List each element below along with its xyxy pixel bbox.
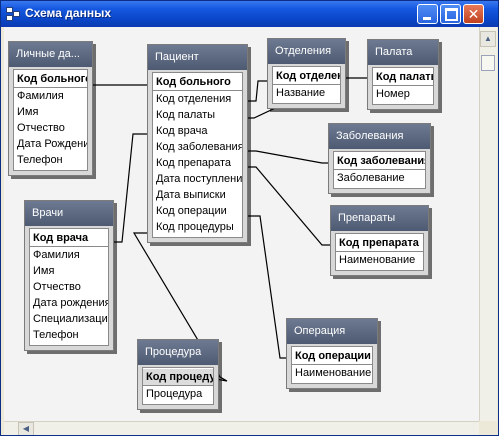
field-list: Код больного Код отделения Код палаты Ко… [152,72,243,238]
close-icon: ✕ [467,6,480,22]
table-title[interactable]: Личные да... [9,42,92,67]
table-procedura[interactable]: Процедура Код процедуры Процедура [137,339,219,410]
field-item[interactable]: Код врача [30,230,108,247]
table-pacient[interactable]: Пациент Код больного Код отделения Код п… [147,44,248,243]
field-item[interactable]: Имя [17,106,39,118]
scrollbar-corner [479,421,496,435]
minimize-icon [423,17,431,20]
link-procedura-pacient [132,232,228,382]
table-zabolevaniya[interactable]: Заболевания Код заболевания Заболевание [328,123,431,194]
table-title[interactable]: Палата [368,40,438,65]
field-item[interactable]: Код палаты [156,109,216,121]
field-item[interactable]: Код отделения [273,68,340,85]
field-item[interactable]: Дата выписки [156,189,226,201]
link-pacient-operaciya [246,215,289,359]
scroll-up-icon[interactable]: ▲ [480,31,496,47]
minimize-button[interactable] [417,4,438,24]
horizontal-scrollbar[interactable]: ◀ [4,421,479,435]
vertical-scroll-thumb[interactable] [481,55,495,71]
field-item[interactable]: Отчество [17,122,65,134]
field-item[interactable]: Номер [376,88,410,100]
title-bar[interactable]: Схема данных ✕ [1,1,498,27]
scroll-left-icon[interactable]: ◀ [18,422,34,435]
field-item[interactable]: Код операции [292,348,372,365]
schema-canvas[interactable]: Личные да... Код больного Фамилия Имя От… [4,27,479,421]
link-pacient-zabolevaniya [246,150,331,164]
table-title[interactable]: Отделения [268,39,345,64]
field-item[interactable]: Код больного [153,74,242,91]
field-item[interactable]: Код отделения [156,93,232,105]
field-item[interactable]: Дата поступления [156,173,242,185]
field-item[interactable]: Дата рождения [33,297,108,309]
field-item[interactable]: Фамилия [17,90,64,102]
field-item[interactable]: Телефон [17,154,63,166]
field-item[interactable]: Наименование [295,367,372,379]
table-title[interactable]: Врачи [25,201,113,226]
field-item[interactable]: Код больного [14,71,87,88]
field-item[interactable]: Код препарата [336,235,423,252]
table-title[interactable]: Процедура [138,340,218,365]
field-item[interactable]: Телефон [33,329,79,341]
field-item[interactable]: Специализация [33,313,108,325]
field-list: Код врача Фамилия Имя Отчество Дата рожд… [29,228,109,346]
table-otdeleniya[interactable]: Отделения Код отделения Название [267,38,346,109]
field-list: Код отделения Название [272,66,341,104]
table-operaciya[interactable]: Операция Код операции Наименование [286,318,378,389]
field-list: Код заболевания Заболевание [333,151,426,189]
field-item[interactable]: Код заболевания [334,153,425,170]
maximize-button[interactable] [440,4,461,24]
close-button[interactable]: ✕ [463,4,484,24]
link-vrachi-pacient [114,133,149,243]
field-item[interactable]: Код врача [156,125,208,137]
table-vrachi[interactable]: Врачи Код врача Фамилия Имя Отчество Дат… [24,200,114,351]
table-lichnye-dannye[interactable]: Личные да... Код больного Фамилия Имя От… [8,41,93,176]
field-item[interactable]: Фамилия [33,249,80,261]
table-title[interactable]: Заболевания [329,124,430,149]
field-item[interactable]: Код заболевания [156,141,242,153]
table-palata[interactable]: Палата Код палаты Номер [367,39,439,110]
field-list: Код операции Наименование [291,346,373,384]
table-title[interactable]: Препараты [331,206,428,231]
field-list: Код препарата Наименование [335,233,424,271]
maximize-icon [445,8,458,21]
field-item[interactable]: Отчество [33,281,81,293]
field-item[interactable]: Дата Рождения [17,138,87,150]
link-pacient-preparaty [246,166,333,246]
field-item[interactable]: Код палаты [373,69,433,86]
field-item[interactable]: Наименование [339,254,416,266]
field-item[interactable]: Код процедуры [156,221,234,233]
field-item[interactable]: Заболевание [337,172,405,184]
window-title: Схема данных [25,6,111,20]
field-item[interactable]: Процедура [146,388,203,400]
link-pacient-otdeleniya [246,80,270,102]
field-item[interactable]: Имя [33,265,55,277]
field-list: Код палаты Номер [372,67,434,105]
field-list: Код больного Фамилия Имя Отчество Дата Р… [13,69,88,171]
table-title[interactable]: Пациент [148,45,247,70]
field-item[interactable]: Код препарата [156,157,232,169]
field-item[interactable]: Название [276,87,326,99]
field-list: Код процедуры Процедура [142,367,214,405]
table-preparaty[interactable]: Препараты Код препарата Наименование [330,205,429,276]
field-item-selected[interactable]: Код процедуры [143,369,213,386]
relationships-app-icon [6,7,20,21]
vertical-scrollbar[interactable]: ▲ [479,27,497,421]
field-item[interactable]: Код операции [156,205,227,217]
table-title[interactable]: Операция [287,319,377,344]
